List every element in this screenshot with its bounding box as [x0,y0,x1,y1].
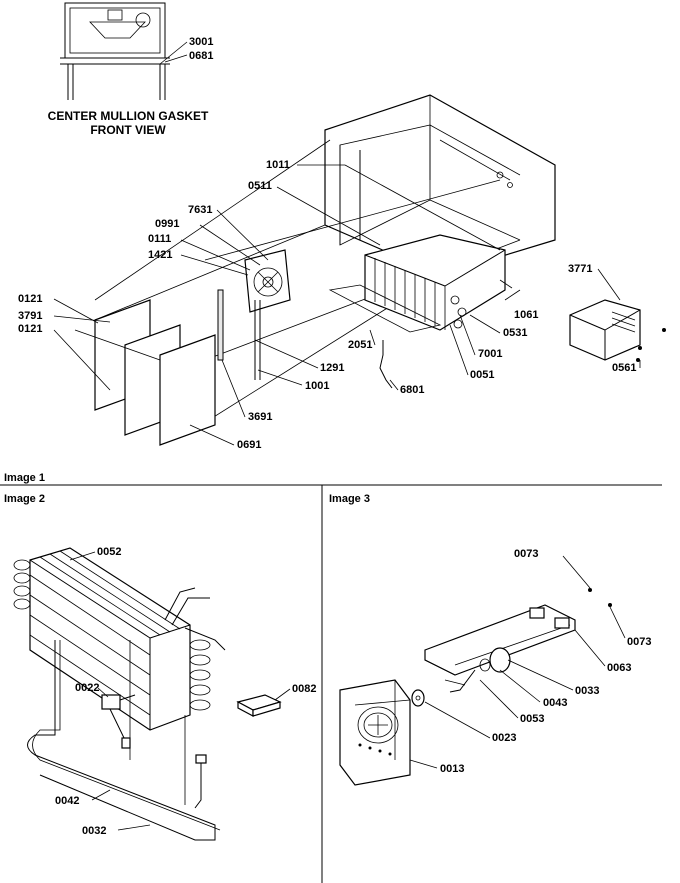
label-2051: 2051 [348,339,372,351]
screw-a [588,588,592,592]
label-0121-upper: 0121 [18,293,42,305]
label-0013: 0013 [440,763,464,775]
label-0073-upper: 0073 [514,548,538,560]
label-3771: 3771 [568,263,592,275]
label-0691: 0691 [237,439,261,451]
wire-connector [195,754,207,764]
thermostat [101,694,136,749]
evaporator-coil [364,234,506,331]
label-0531: 0531 [503,327,527,339]
label-0051: 0051 [470,369,494,381]
section-image3: Image 3 [329,493,370,505]
front-panels [94,289,261,446]
label-0033: 0033 [575,685,599,697]
label-0043: 0043 [543,697,567,709]
label-0073-right: 0073 [627,636,651,648]
defrost-heater [27,640,221,841]
fan-shroud [339,679,411,786]
caption-line2: FRONT VIEW [90,123,166,137]
label-3001: 3001 [189,36,213,48]
fan-assembly [244,249,291,313]
label-0511: 0511 [248,180,272,192]
freezer-cabinet [324,94,556,276]
label-3791: 3791 [18,310,42,322]
caption-line1: CENTER MULLION GASKET [48,109,209,123]
label-1421: 1421 [148,249,172,261]
label-0681: 0681 [189,50,213,62]
label-0032: 0032 [82,825,106,837]
wire-harness [379,340,393,389]
label-1291: 1291 [320,362,344,374]
label-1001: 1001 [305,380,329,392]
label-6801: 6801 [400,384,424,396]
label-0053: 0053 [520,713,544,725]
label-0052: 0052 [97,546,121,558]
label-0561: 0561 [612,362,636,374]
label-0063: 0063 [607,662,631,674]
motor-bracket [424,604,576,676]
label-1011: 1011 [266,159,290,171]
drain-tray [328,284,442,333]
screw-b [608,603,612,607]
leaders-image2 [69,551,291,831]
label-0023: 0023 [492,732,516,744]
label-7631: 7631 [188,204,212,216]
leaders-image3 [409,555,626,769]
label-0111: 0111 [148,233,171,245]
section-image1: Image 1 [4,472,45,484]
leaders-image1 [53,164,641,446]
label-0082: 0082 [292,683,316,695]
defrost-limiter [236,694,282,717]
ice-maker [569,299,666,362]
fan-blade [411,689,425,707]
label-0022: 0022 [75,682,99,694]
label-0121-lower: 0121 [18,323,42,335]
section-image2: Image 2 [4,493,45,505]
label-3691: 3691 [248,411,272,423]
label-0991: 0991 [155,218,179,230]
label-1061: 1061 [514,309,538,321]
label-0042: 0042 [55,795,79,807]
fan-motor [444,647,511,693]
mullion-inset [60,2,188,100]
label-7001: 7001 [478,348,502,360]
